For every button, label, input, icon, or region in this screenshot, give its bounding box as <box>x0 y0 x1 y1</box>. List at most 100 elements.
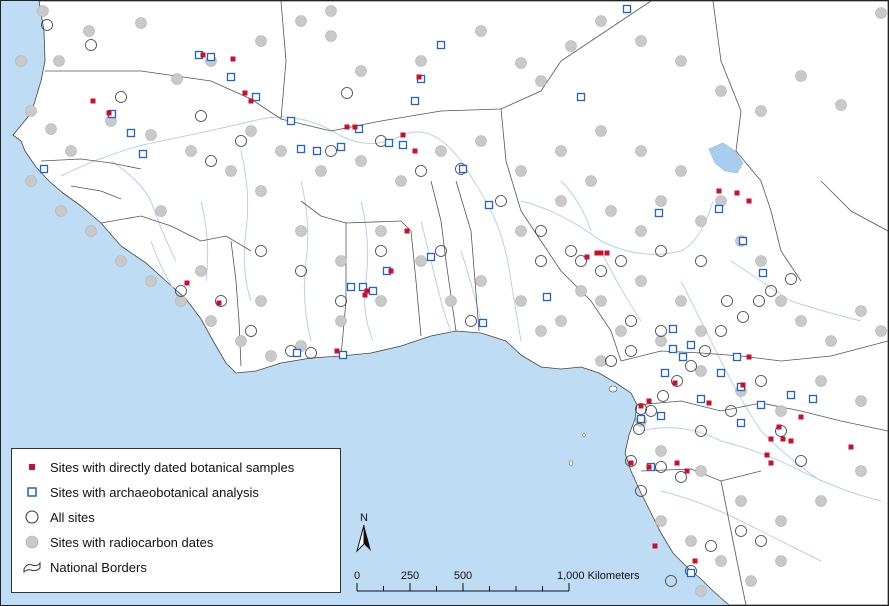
radiocarbon-site-marker <box>555 315 567 327</box>
border-outline-icon <box>22 559 42 575</box>
radiocarbon-site-marker <box>565 40 577 52</box>
red-square-icon <box>22 459 42 475</box>
site-marker <box>435 245 447 257</box>
scale-tick-label: 1,000 Kilometers <box>557 570 640 582</box>
site-marker <box>305 347 317 359</box>
gray-circle-icon <box>22 534 42 550</box>
site-marker <box>675 471 687 483</box>
site-marker <box>721 295 733 307</box>
radiocarbon-site-marker <box>475 135 487 147</box>
radiocarbon-site-marker <box>695 215 707 227</box>
site-marker <box>245 325 257 337</box>
site-marker <box>633 423 645 435</box>
radiocarbon-site-marker <box>595 15 607 27</box>
radiocarbon-site-marker <box>83 25 95 37</box>
archaeobotanical-site-marker <box>758 268 768 278</box>
radiocarbon-site-marker <box>515 295 527 307</box>
site-marker <box>535 225 547 237</box>
dated-botanical-site-marker <box>352 124 358 130</box>
radiocarbon-site-marker <box>675 165 687 177</box>
archaeobotanical-site-marker <box>636 414 646 424</box>
radiocarbon-site-marker <box>325 30 337 42</box>
archaeobotanical-site-marker <box>576 92 586 102</box>
legend-label: Sites with radiocarbon dates <box>50 534 214 550</box>
site-marker <box>415 165 427 177</box>
radiocarbon-site-marker <box>355 155 367 167</box>
radiocarbon-site-marker <box>755 255 767 267</box>
national-border <box>500 108 542 242</box>
dated-botanical-site-marker <box>90 98 96 104</box>
dated-botanical-site-marker <box>400 132 406 138</box>
radiocarbon-site-marker <box>245 125 257 137</box>
radiocarbon-site-marker <box>135 17 147 29</box>
dated-botanical-site-marker <box>716 188 722 194</box>
site-marker <box>215 295 227 307</box>
site-marker <box>655 461 667 473</box>
radiocarbon-site-marker <box>655 335 667 347</box>
radiocarbon-site-marker <box>295 225 307 237</box>
site-marker <box>755 375 767 387</box>
radiocarbon-site-marker <box>655 195 667 207</box>
archaeobotanical-site-marker <box>738 236 748 246</box>
archaeobotanical-site-marker <box>654 208 664 218</box>
site-marker <box>495 195 507 207</box>
site-marker <box>795 455 807 467</box>
radiocarbon-site-marker <box>55 205 67 217</box>
scale-tick-label: 250 <box>400 570 420 582</box>
scale-tick-label: 500 <box>453 570 473 582</box>
radiocarbon-site-marker <box>535 325 547 337</box>
radiocarbon-site-marker <box>255 185 267 197</box>
site-marker <box>765 285 777 297</box>
radiocarbon-site-marker <box>655 445 667 457</box>
open-circle-icon <box>22 509 42 525</box>
site-marker <box>341 87 353 99</box>
archaeobotanical-site-marker <box>410 96 420 106</box>
dated-botanical-site-marker <box>646 464 652 470</box>
site-marker <box>715 325 727 337</box>
site-marker <box>657 390 669 402</box>
site-marker <box>753 295 765 307</box>
dated-botanical-site-marker <box>230 56 236 62</box>
archaeobotanical-site-marker <box>138 149 148 159</box>
radiocarbon-site-marker <box>85 225 97 237</box>
site-marker <box>725 405 737 417</box>
site-marker <box>755 535 767 547</box>
scale-tick-label: 0 <box>353 570 361 582</box>
radiocarbon-site-marker <box>65 145 77 157</box>
dated-botanical-site-marker <box>344 124 350 130</box>
dated-botanical-site-marker <box>740 382 746 388</box>
radiocarbon-site-marker <box>715 555 727 567</box>
radiocarbon-site-marker <box>775 515 787 527</box>
archaeobotanical-site-marker <box>368 286 378 296</box>
site-marker <box>735 525 747 537</box>
site-marker <box>605 355 617 367</box>
lake-chad <box>708 142 744 174</box>
national-border <box>636 400 762 412</box>
dated-botanical-site-marker <box>628 460 634 466</box>
site-marker <box>195 110 207 122</box>
radiocarbon-site-marker <box>775 555 787 567</box>
radiocarbon-site-marker <box>25 175 37 187</box>
radiocarbon-site-marker <box>685 535 697 547</box>
dated-botanical-site-marker <box>768 460 774 466</box>
legend-label: Sites with directly dated botanical samp… <box>50 459 295 475</box>
archaeobotanical-site-marker <box>206 52 216 62</box>
site-marker <box>625 345 637 357</box>
river <box>60 116 522 342</box>
archaeobotanical-site-marker <box>346 282 356 292</box>
dated-botanical-site-marker <box>638 403 644 409</box>
site-marker <box>255 245 267 257</box>
radiocarbon-site-marker <box>795 70 807 82</box>
archaeobotanical-site-marker <box>660 368 670 378</box>
radiocarbon-site-marker <box>875 7 887 19</box>
river <box>640 427 882 502</box>
site-marker <box>465 315 477 327</box>
blue-square-icon <box>22 484 42 500</box>
national-border <box>200 235 252 252</box>
dated-botanical-site-marker <box>652 543 658 549</box>
site-marker <box>705 540 717 552</box>
map-legend: Sites with directly dated botanical samp… <box>11 448 341 593</box>
dated-botanical-site-marker <box>768 436 774 442</box>
legend-item-radiocarbon: Sites with radiocarbon dates <box>22 530 213 554</box>
